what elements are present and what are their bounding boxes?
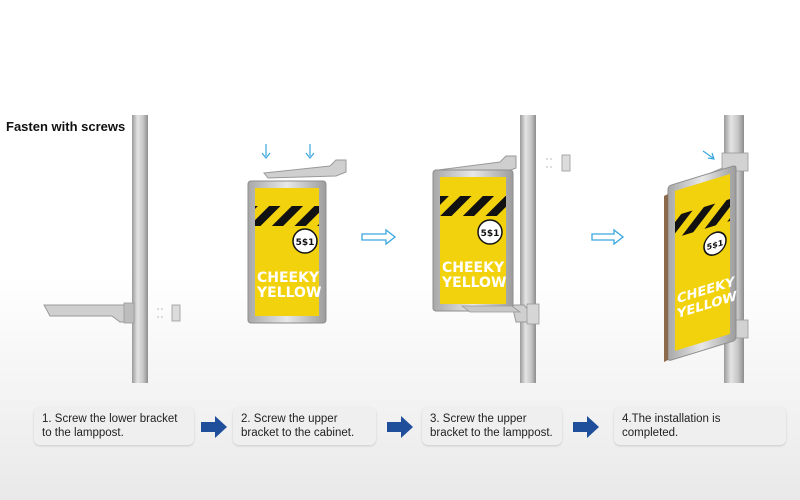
lamppost-1 <box>132 115 148 383</box>
scene-1 <box>43 115 181 383</box>
step-1-text: 1. Screw the lower bracket to the lamppo… <box>42 413 178 439</box>
step-1-box: 1. Screw the lower bracket to the lamppo… <box>34 407 194 445</box>
poster-brand-line2-2: YELLOW <box>256 285 321 301</box>
step-arrow-3 <box>573 416 599 438</box>
poster-4 <box>675 174 730 351</box>
scene-4: 5$1 CHEEKY YELLOW <box>664 115 749 383</box>
step-4-box: 4.The installation is completed. <box>614 407 786 445</box>
clamp-plate-3 <box>561 154 571 172</box>
poster-brand-line1-2: CHEEKY <box>257 270 320 286</box>
down-arrow-right <box>305 144 315 159</box>
poster-badge-3: 5$1 <box>481 229 500 239</box>
upper-bracket-2 <box>263 159 347 179</box>
poster-brand-line1-3: CHEEKY <box>442 260 505 276</box>
step-2-box: 2. Screw the upper bracket to the cabine… <box>233 407 376 445</box>
lamppost-3 <box>520 115 536 383</box>
step-3-box: 3. Screw the upper bracket to the lamppo… <box>422 407 562 445</box>
clamp-plate-1 <box>171 304 181 322</box>
diagram-title: Fasten with screws <box>6 119 126 134</box>
scene-3: 5$1 CHEEKY YELLOW <box>432 115 571 383</box>
installation-illustration: 5$1 CHEEKY YELLOW 5$1 CHEEKY YELLOW <box>43 115 749 383</box>
poster-badge-2: 5$1 <box>296 238 315 248</box>
transition-arrow-2 <box>591 228 625 246</box>
step-3-text: 3. Screw the upper bracket to the lamppo… <box>430 413 553 439</box>
step-2-text: 2. Screw the upper bracket to the cabine… <box>241 413 355 439</box>
transition-arrow-1 <box>361 228 397 246</box>
step-4-text: 4.The installation is completed. <box>622 413 721 439</box>
scene-2: 5$1 CHEEKY YELLOW <box>247 144 347 324</box>
lower-bracket-1 <box>43 304 133 323</box>
poster-brand-line2-3: YELLOW <box>441 275 506 291</box>
step-arrow-2 <box>387 416 413 438</box>
step-arrow-1 <box>201 416 227 438</box>
pointer-arrow-4 <box>702 150 715 160</box>
down-arrow-left <box>261 144 271 159</box>
